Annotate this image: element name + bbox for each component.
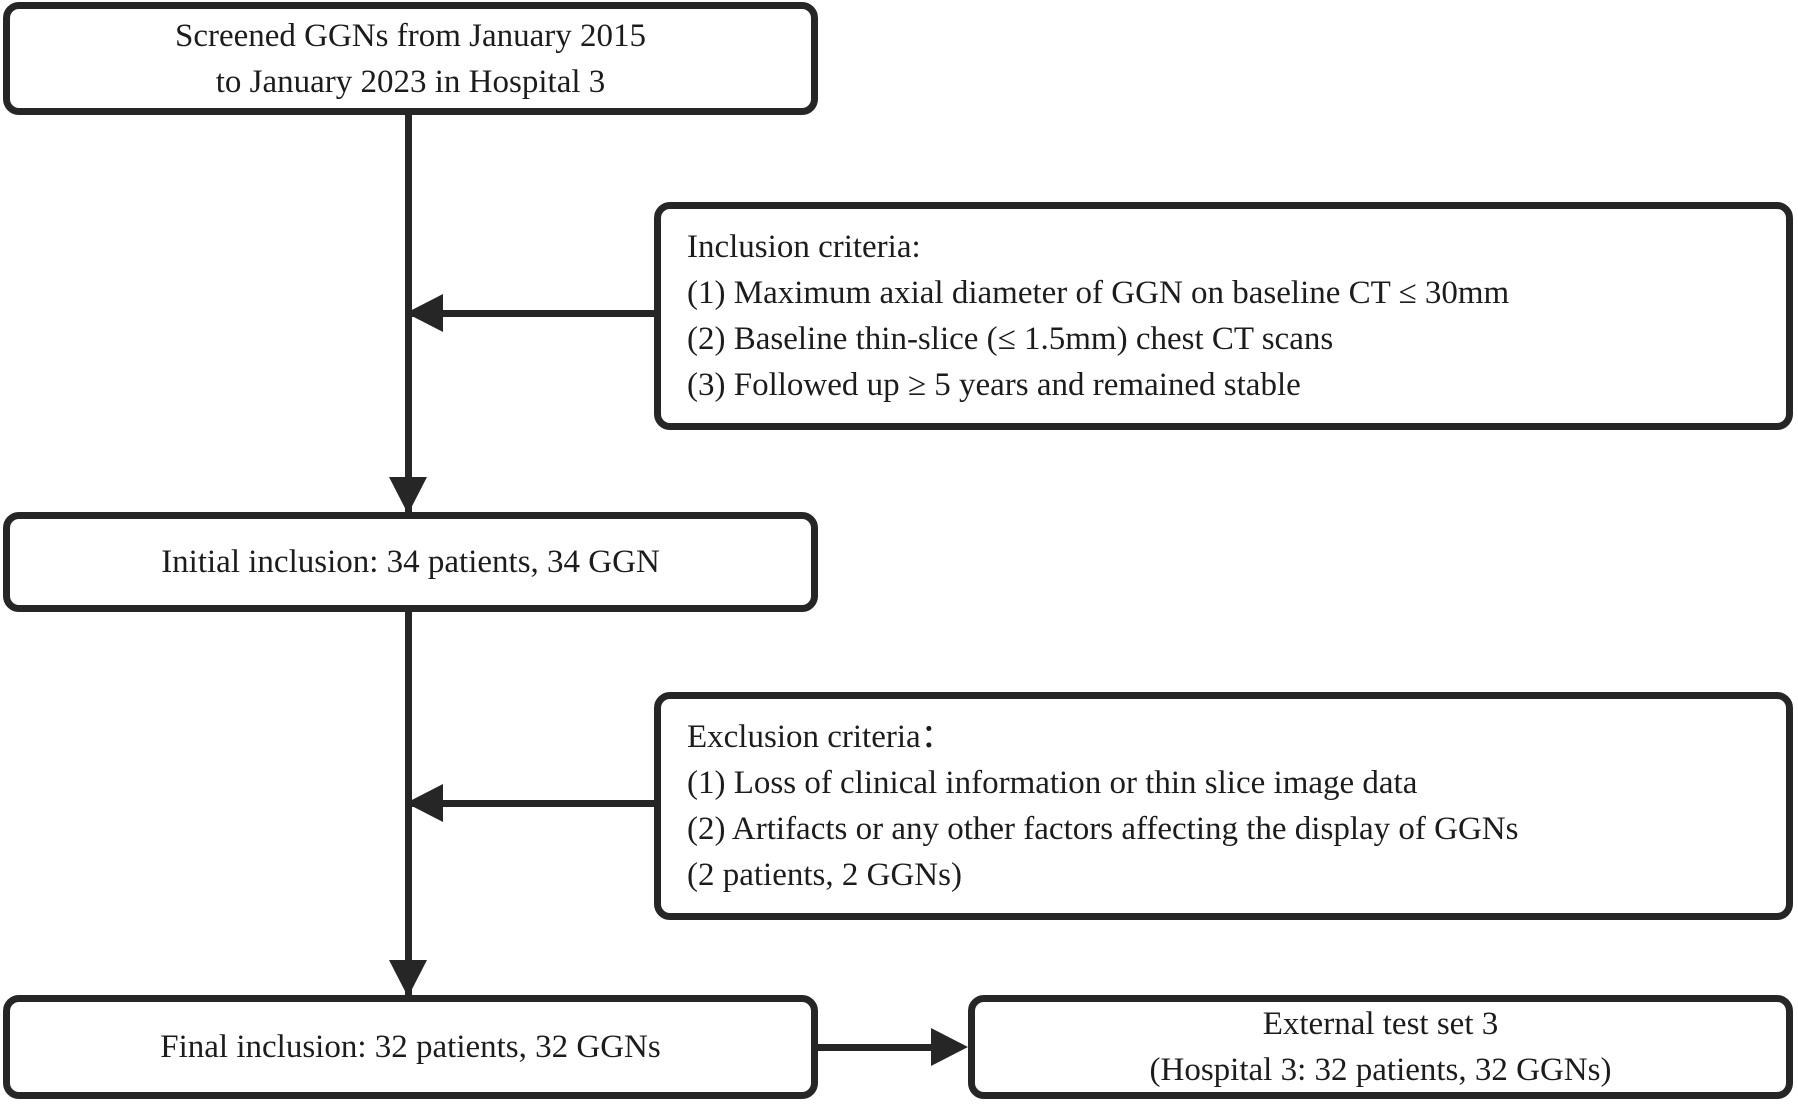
- inclusion-criteria-item-2: (2) Baseline thin-slice (≤ 1.5mm) chest …: [687, 321, 1334, 357]
- inclusion-criteria-heading: Inclusion criteria:: [687, 229, 921, 265]
- node-initial-inclusion: Initial inclusion: 34 patients, 34 GGN: [3, 512, 818, 612]
- node-final-inclusion-line-1: Final inclusion: 32 patients, 32 GGNs: [160, 1029, 661, 1065]
- arrowhead-exclusion-criteria: [406, 784, 443, 822]
- node-final-inclusion: Final inclusion: 32 patients, 32 GGNs: [3, 995, 818, 1099]
- connector-final-to-external: [814, 1044, 934, 1051]
- arrowhead-inclusion-criteria: [406, 294, 443, 332]
- node-external-test-set-line-1: External test set 3: [1262, 1006, 1499, 1042]
- arrowhead-final-to-external: [931, 1028, 968, 1066]
- node-initial-inclusion-line-1: Initial inclusion: 34 patients, 34 GGN: [161, 544, 660, 580]
- node-screened-line-2: to January 2023 in Hospital 3: [215, 63, 606, 100]
- exclusion-criteria-item-1: (1) Loss of clinical information or thin…: [687, 765, 1418, 801]
- exclusion-criteria-item-2: (2) Artifacts or any other factors affec…: [687, 811, 1519, 847]
- connector-inclusion-criteria-to-spine: [412, 310, 658, 317]
- node-inclusion-criteria: Inclusion criteria: (1) Maximum axial di…: [654, 202, 1793, 430]
- node-screened-ggns: Screened GGNs from January 2015 to Janua…: [3, 2, 818, 115]
- inclusion-criteria-item-1: (1) Maximum axial diameter of GGN on bas…: [687, 275, 1510, 311]
- inclusion-criteria-item-3: (3) Followed up ≥ 5 years and remained s…: [687, 367, 1301, 403]
- node-external-test-set: External test set 3 (Hospital 3: 32 pati…: [968, 995, 1793, 1099]
- node-external-test-set-line-2: (Hospital 3: 32 patients, 32 GGNs): [1149, 1052, 1612, 1088]
- arrowhead-screened-to-initial: [389, 477, 427, 514]
- node-screened-line-1: Screened GGNs from January 2015: [174, 17, 647, 54]
- connector-exclusion-criteria-to-spine: [412, 800, 658, 807]
- exclusion-criteria-heading: Exclusion criteria：: [687, 719, 954, 755]
- node-exclusion-criteria: Exclusion criteria： (1) Loss of clinical…: [654, 692, 1793, 920]
- exclusion-criteria-count: (2 patients, 2 GGNs): [687, 857, 962, 893]
- arrowhead-initial-to-final: [389, 960, 427, 997]
